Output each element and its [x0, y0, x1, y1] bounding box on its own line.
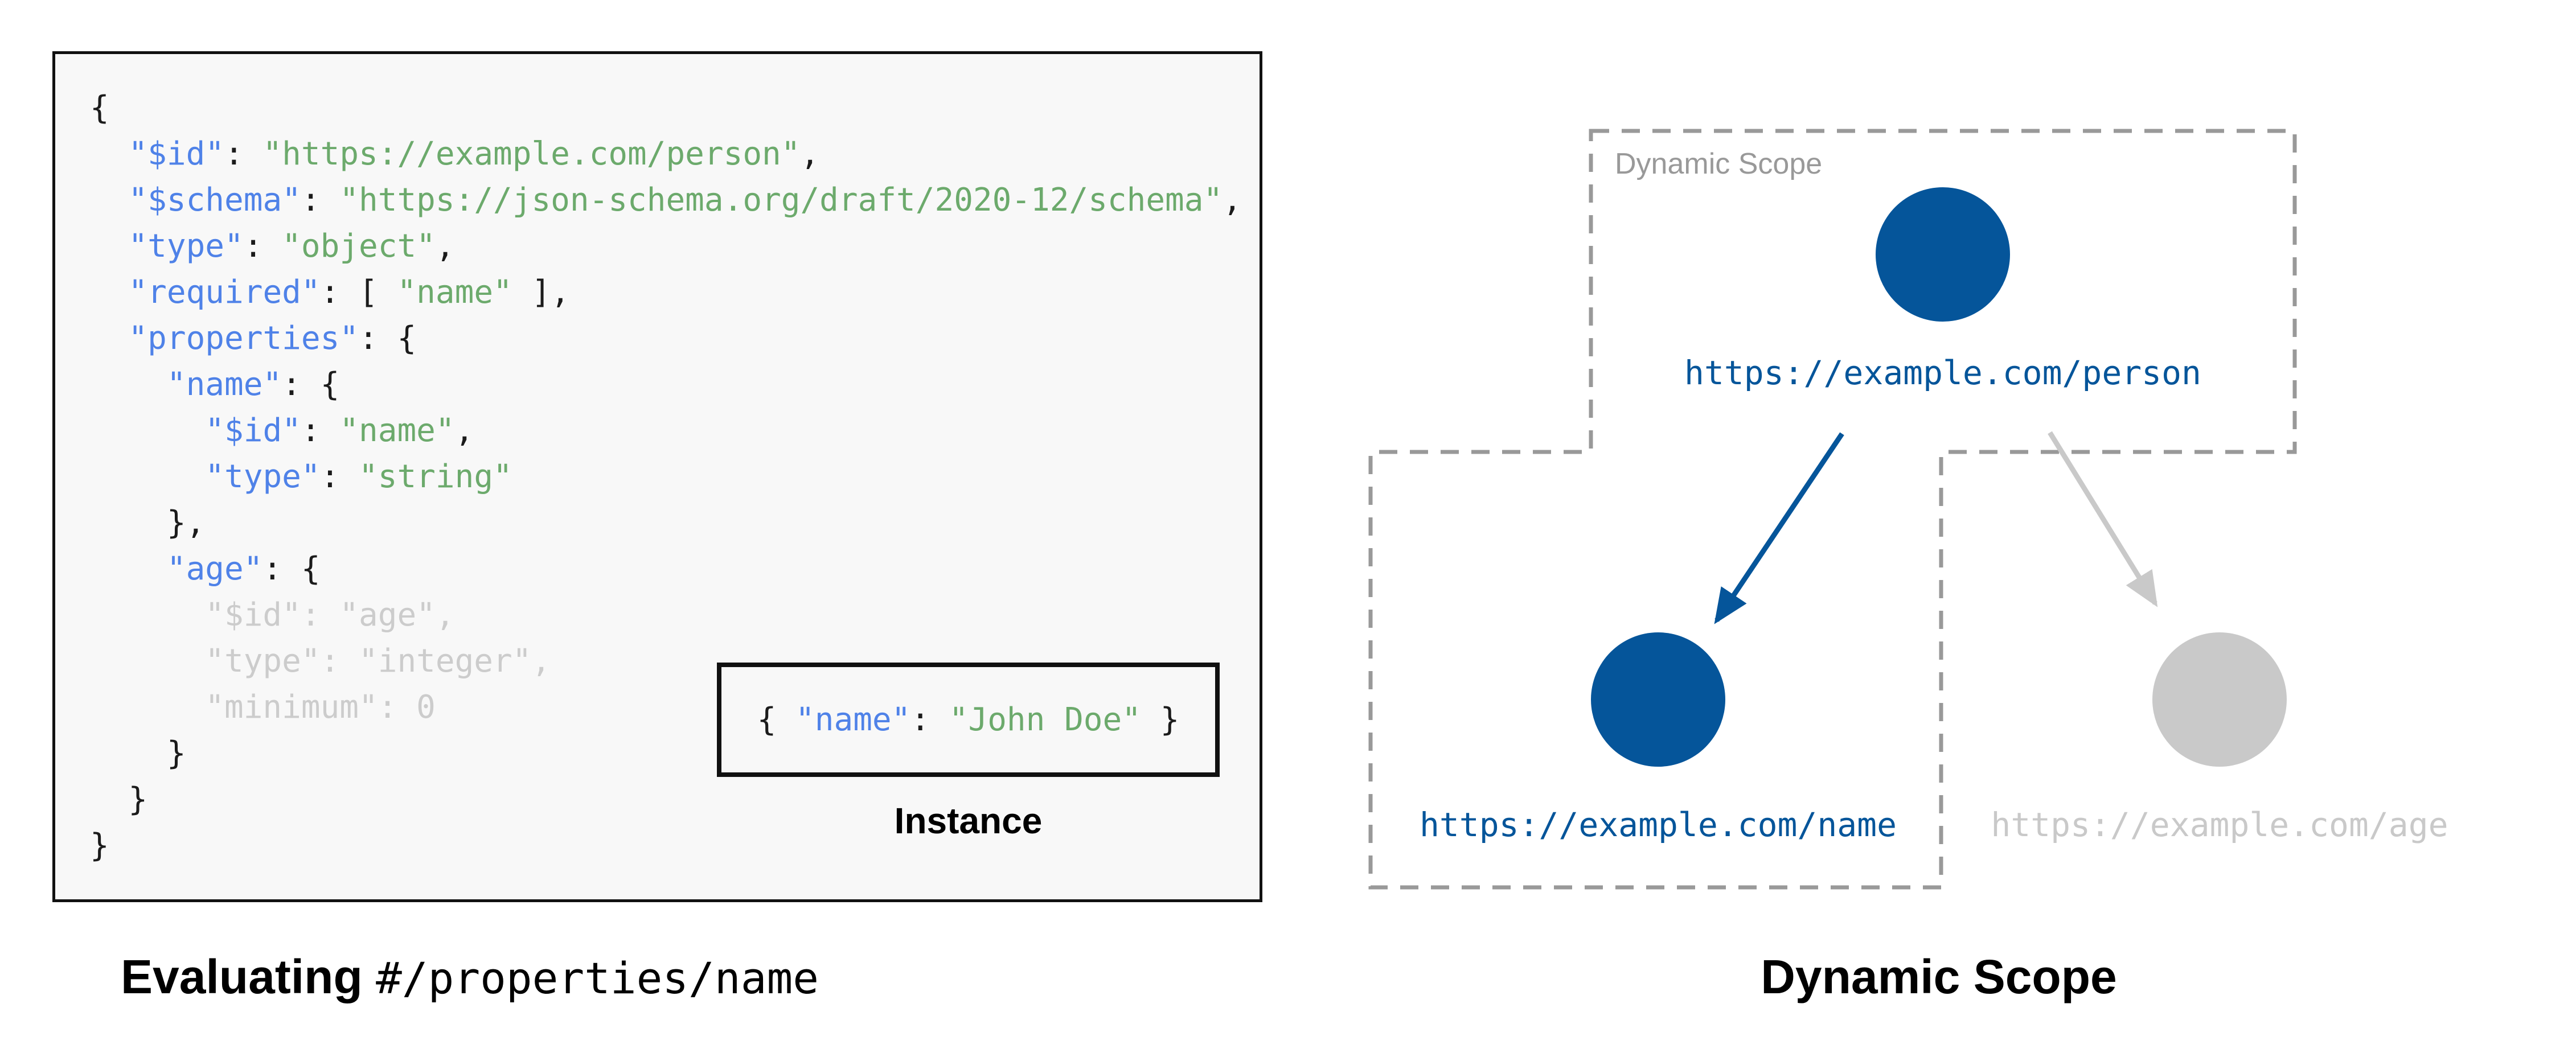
code-segment: "$id": "age",: [90, 597, 455, 634]
code-line: }: [90, 822, 1242, 869]
code-line: "$id": "age",: [90, 592, 1242, 638]
code-segment: "required": [128, 274, 321, 311]
schema-code: { "$id": "https://example.com/person", "…: [90, 85, 1242, 869]
age-node-url: https://example.com/age: [1991, 805, 2448, 844]
code-segment: "$schema": [128, 182, 301, 219]
code-line: "type": "object",: [90, 223, 1242, 269]
dynamic-scope-outline: [1368, 129, 2297, 890]
code-segment: "https://example.com/person": [262, 135, 801, 172]
instance-code: { "name": "John Doe" }: [757, 701, 1180, 738]
code-segment: ,: [454, 412, 474, 449]
code-segment: "https://json-schema.org/draft/2020-12/s…: [339, 182, 1223, 219]
code-segment: "$id": [128, 135, 225, 172]
code-line: "minimum": 0: [90, 684, 1242, 730]
code-segment: "properties": [128, 320, 359, 357]
code-segment: :: [910, 701, 949, 738]
code-segment: :: [243, 228, 282, 265]
code-line: "age": {: [90, 546, 1242, 592]
name-node: [1591, 632, 1725, 767]
code-segment: : {: [282, 366, 340, 403]
code-line: "properties": {: [90, 315, 1242, 361]
gray-arrow: [2048, 431, 2158, 607]
code-line: "name": {: [90, 361, 1242, 408]
left-caption: Evaluating #/properties/name: [121, 947, 819, 1006]
instance-label: Instance: [894, 800, 1043, 841]
code-line: }: [90, 730, 1242, 776]
instance-box: { "name": "John Doe" }: [717, 663, 1220, 777]
code-segment: :: [320, 458, 359, 495]
code-segment: {: [90, 89, 109, 126]
code-segment: ,: [800, 135, 820, 172]
code-segment: "string": [359, 458, 512, 495]
code-segment: }: [90, 827, 109, 864]
code-line: },: [90, 500, 1242, 546]
code-segment: "John Doe": [949, 701, 1141, 738]
code-segment: : {: [359, 320, 417, 357]
code-segment: "type": [128, 228, 244, 265]
code-line: "$id": "name",: [90, 408, 1242, 454]
code-segment: "type": "integer",: [90, 643, 551, 680]
code-line: "type": "string": [90, 454, 1242, 500]
code-segment: : [: [320, 274, 397, 311]
name-node-url: https://example.com/name: [1419, 805, 1897, 844]
code-segment: "name": [397, 274, 512, 311]
code-line: {: [90, 85, 1242, 131]
code-segment: ,: [1223, 182, 1242, 219]
code-segment: :: [301, 182, 340, 219]
code-segment: "object": [282, 228, 436, 265]
code-segment: "name": [166, 366, 282, 403]
person-node: [1876, 187, 2010, 322]
code-line: "type": "integer",: [90, 638, 1242, 684]
code-segment: :: [224, 135, 263, 172]
code-segment: "type": [205, 458, 321, 495]
code-segment: ],: [512, 274, 570, 311]
left-caption-bold: Evaluating: [121, 950, 376, 1003]
code-segment: ,: [435, 228, 455, 265]
dynamic-scope-box-label: Dynamic Scope: [1615, 147, 1823, 180]
code-line: "required": [ "name" ],: [90, 269, 1242, 315]
code-line: "$schema": "https://json-schema.org/draf…: [90, 177, 1242, 223]
person-node-url: https://example.com/person: [1684, 353, 2201, 392]
code-segment: "age": [166, 550, 263, 587]
blue-arrow: [1714, 432, 1844, 624]
left-caption-pointer: #/properties/name: [376, 953, 819, 1003]
code-segment: :: [301, 412, 340, 449]
code-segment: "minimum": 0: [90, 689, 436, 726]
code-segment: "name": [339, 412, 455, 449]
code-segment: }: [1141, 701, 1180, 738]
code-segment: }: [90, 735, 186, 772]
code-line: "$id": "https://example.com/person",: [90, 131, 1242, 177]
code-segment: : {: [262, 550, 321, 587]
code-segment: }: [90, 781, 148, 818]
code-segment: {: [757, 701, 796, 738]
right-caption: Dynamic Scope: [1761, 950, 2117, 1003]
code-segment: },: [90, 504, 206, 541]
schema-code-box: { "$id": "https://example.com/person", "…: [52, 51, 1262, 902]
age-node: [2152, 632, 2287, 767]
code-segment: "$id": [205, 412, 301, 449]
code-segment: "name": [795, 701, 911, 738]
code-line: }: [90, 776, 1242, 822]
